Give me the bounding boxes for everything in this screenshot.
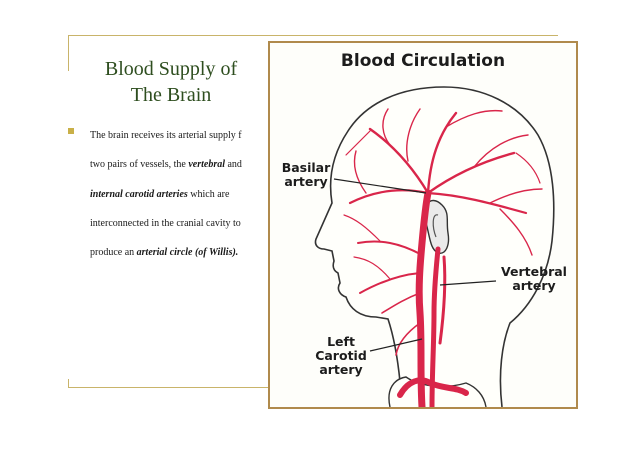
bullet-line-5: produce an arterial circle (of Willis). — [90, 238, 268, 267]
face-branch-e — [353, 256, 391, 280]
branch-m — [345, 130, 371, 156]
bullet-line-5-pre: produce an — [90, 247, 137, 259]
branch-a — [368, 127, 430, 195]
branch-g — [406, 108, 421, 162]
branch-n — [515, 152, 541, 184]
branch-b — [426, 111, 458, 195]
pointer-lines — [333, 178, 497, 352]
ear-inner — [432, 214, 439, 238]
label-basilar-line-1: Basilar — [281, 160, 331, 175]
pointer-basilar — [333, 178, 427, 194]
bullet-line-2-pre: two pairs of vessels, the — [90, 159, 189, 171]
label-carotid-line-1: Left — [327, 334, 355, 349]
slide-title-line-2: The Brain — [130, 84, 212, 106]
branch-j — [489, 188, 543, 204]
frame-bottom-tick — [68, 379, 69, 388]
pointer-carotid — [369, 338, 423, 352]
bullet-line-1-text: The brain receives its arterial supply f — [90, 130, 242, 141]
branch-i — [473, 134, 529, 168]
bullet-square-icon — [68, 128, 74, 134]
bullet-line-3: internal carotid arteries which are — [90, 180, 268, 209]
term-circle-of-willis: arterial circle (of Willis). — [136, 247, 239, 259]
bullet-line-1: The brain receives its arterial supply f — [90, 121, 268, 150]
carotid-trunk — [415, 189, 432, 407]
neck-branch — [395, 322, 421, 356]
bullet-line-3-post: which are — [187, 188, 230, 200]
face-branch-a — [357, 240, 423, 256]
head-illustration — [314, 86, 555, 407]
slide-title-line-1: Blood Supply of — [104, 58, 238, 80]
label-carotid-line-3: artery — [319, 362, 363, 377]
face-branch-b — [359, 272, 421, 294]
bullet-line-4: interconnected in the cranial cavity to — [90, 209, 268, 238]
bullet-text: The brain receives its arterial supply f… — [90, 121, 268, 267]
face-branch-c — [381, 292, 421, 314]
branch-f — [382, 108, 391, 146]
bullet-line-2: two pairs of vessels, the vertebral and — [90, 150, 268, 179]
carotid-trunk-2 — [429, 246, 441, 407]
branch-c — [426, 151, 516, 195]
label-basilar-artery: Basilar artery — [274, 161, 338, 189]
label-carotid-line-2: Carotid — [315, 348, 367, 363]
label-vertebral-line-2: artery — [512, 278, 556, 293]
label-vertebral-artery: Vertebral artery — [496, 265, 572, 293]
label-vertebral-line-1: Vertebral — [501, 264, 567, 279]
face-branch-d — [343, 214, 381, 242]
frame-left-line — [68, 35, 69, 71]
label-left-carotid-artery: Left Carotid artery — [306, 335, 376, 377]
slide-title: Blood Supply of The Brain — [82, 56, 260, 108]
branch-k — [353, 150, 367, 194]
branch-h — [445, 109, 503, 128]
frame-top-line — [68, 35, 558, 36]
aortic-arch — [397, 377, 469, 398]
blood-circulation-figure: Blood Circulation — [268, 41, 578, 409]
term-internal-carotid: internal carotid arteries — [90, 188, 188, 200]
bullet-line-2-post: and — [224, 159, 242, 171]
term-vertebral: vertebral — [188, 159, 225, 171]
bullet-line-4-text: interconnected in the cranial cavity to — [90, 217, 241, 229]
artery-network — [343, 108, 543, 407]
figure-title: Blood Circulation — [340, 51, 506, 71]
frame-bottom-line — [68, 387, 268, 388]
branch-d — [426, 191, 528, 215]
vertebral-branch — [438, 255, 447, 345]
branch-l — [499, 208, 533, 256]
label-basilar-line-2: artery — [284, 174, 328, 189]
pointer-vertebral — [439, 280, 497, 286]
